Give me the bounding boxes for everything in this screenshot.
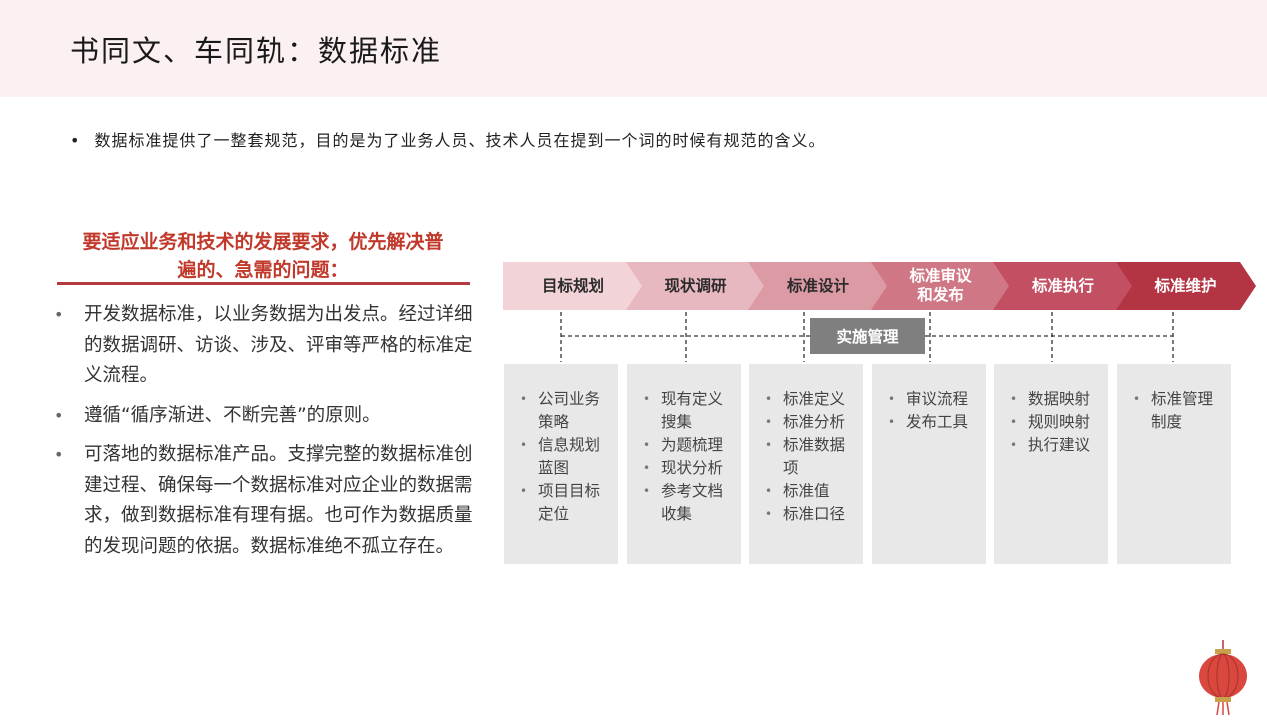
- process-step: 标准维护: [1115, 262, 1256, 310]
- detail-text: 标准值: [783, 482, 830, 500]
- bullet-icon: •: [54, 405, 64, 425]
- subheading-line1: 要适应业务和技术的发展要求，优先解决普: [82, 231, 444, 253]
- detail-text: 标准管理制度: [1151, 390, 1214, 431]
- list-item: • 项目目标定位: [518, 480, 612, 526]
- detail-text: 标准定义: [783, 390, 846, 408]
- bullet-list: • 开发数据标准，以业务数据为出发点。经过详细的数据调研、访谈、涉及、评审等严格的…: [52, 300, 477, 571]
- detail-text: 现有定义搜集: [661, 390, 724, 431]
- bullet-icon: •: [54, 445, 64, 464]
- subheading-line2: 遍的、急需的问题：: [177, 259, 349, 281]
- detail-text: 项目目标定位: [538, 482, 601, 523]
- list-item: • 标准口径: [763, 503, 857, 526]
- intro-bullet-icon: •: [70, 131, 81, 150]
- detail-text: 参考文档收集: [661, 482, 724, 523]
- chevron-shape: [503, 262, 643, 310]
- detail-text: 数据映射: [1028, 390, 1091, 408]
- intro-label: 数据标准提供了一整套规范，目的是为了业务人员、技术人员在提到一个词的时候有规范的…: [94, 131, 826, 150]
- bullet-icon: •: [54, 305, 64, 324]
- bullet-icon: •: [1010, 392, 1018, 406]
- chevron-shape: [1115, 262, 1256, 310]
- bullet-icon: •: [765, 415, 773, 429]
- detail-text: 审议流程: [906, 390, 969, 408]
- process-step-label: 标准设计: [786, 276, 849, 295]
- list-item: • 参考文档收集: [641, 480, 735, 526]
- list-item: • 审议流程: [886, 388, 980, 411]
- list-item: • 标准数据项: [763, 434, 857, 480]
- list-item: • 为题梳理: [641, 434, 735, 457]
- list-item: • 标准管理制度: [1131, 388, 1225, 434]
- process-step-label: 现状调研: [664, 276, 727, 295]
- bullet-icon: •: [643, 438, 651, 452]
- process-step-label: 目标规划: [541, 276, 604, 295]
- process-step-label: 标准审议 和发布: [909, 267, 972, 304]
- detail-column: • 现有定义搜集 • 为题梳理 • 现状分析 • 参考文档收集: [627, 364, 741, 564]
- bullet-icon: •: [643, 392, 651, 406]
- process-step: 标准执行: [993, 262, 1133, 310]
- bullet-icon: •: [765, 507, 773, 521]
- list-item: • 数据映射: [1008, 388, 1102, 411]
- bullet-icon: •: [888, 415, 896, 429]
- list-item: • 标准分析: [763, 411, 857, 434]
- page-title: 书同文、车同轨：数据标准: [70, 34, 443, 68]
- bullet-icon: •: [520, 392, 528, 406]
- detail-column: • 标准管理制度: [1117, 364, 1231, 564]
- list-item: • 发布工具: [886, 411, 980, 434]
- list-item: • 现状分析: [641, 457, 735, 480]
- detail-text: 规则映射: [1028, 413, 1091, 431]
- bullet-icon: •: [1010, 415, 1018, 429]
- intro-text: • 数据标准提供了一整套规范，目的是为了业务人员、技术人员在提到一个词的时候有规范…: [70, 127, 825, 151]
- bullet-icon: •: [765, 484, 773, 498]
- detail-column: • 审议流程 • 发布工具: [872, 364, 986, 564]
- detail-text: 公司业务策略: [538, 390, 601, 431]
- detail-column: • 数据映射 • 规则映射 • 执行建议: [994, 364, 1108, 564]
- process-step: 目标规划: [503, 262, 643, 310]
- process-step-label: 标准维护: [1154, 276, 1217, 295]
- detail-column: • 公司业务策略 • 信息规划蓝图 • 项目目标定位: [504, 364, 618, 564]
- process-step-label: 标准执行: [1031, 276, 1094, 295]
- list-item: • 可落地的数据标准产品。支撑完整的数据标准创建过程、确保每一个数据标准对应企业的…: [52, 440, 477, 562]
- list-item: • 执行建议: [1008, 434, 1102, 457]
- list-item: • 标准定义: [763, 388, 857, 411]
- process-step: 标准设计: [748, 262, 888, 310]
- subheading-divider: [57, 282, 470, 285]
- bullet-icon: •: [765, 438, 773, 452]
- chevron-shape: [870, 262, 1011, 310]
- bullet-icon: •: [643, 484, 651, 498]
- detail-text: 执行建议: [1028, 436, 1091, 454]
- bullet-icon: •: [1010, 438, 1018, 452]
- chevron-shape: [748, 262, 888, 310]
- bullet-text: 遵循“循序渐进、不断完善”的原则。: [84, 404, 381, 426]
- list-item: • 标准值: [763, 480, 857, 503]
- list-item: • 信息规划蓝图: [518, 434, 612, 480]
- chevron-shape: [993, 262, 1133, 310]
- bullet-icon: •: [1133, 392, 1141, 406]
- process-step: 现状调研: [625, 262, 766, 310]
- implementation-management-label: 实施管理: [810, 318, 925, 354]
- detail-text: 为题梳理: [661, 436, 724, 454]
- list-item: • 公司业务策略: [518, 388, 612, 434]
- bullet-text: 开发数据标准，以业务数据为出发点。经过详细的数据调研、访谈、涉及、评审等严格的标…: [84, 304, 473, 386]
- detail-text: 发布工具: [906, 413, 969, 431]
- bullet-icon: •: [765, 392, 773, 406]
- bullet-icon: •: [888, 392, 896, 406]
- list-item: • 开发数据标准，以业务数据为出发点。经过详细的数据调研、访谈、涉及、评审等严格的…: [52, 300, 477, 392]
- bullet-text: 可落地的数据标准产品。支撑完整的数据标准创建过程、确保每一个数据标准对应企业的数…: [84, 444, 473, 557]
- header-band: [0, 0, 1267, 97]
- bullet-icon: •: [520, 484, 528, 498]
- list-item: • 规则映射: [1008, 411, 1102, 434]
- process-step: 标准审议 和发布: [870, 262, 1011, 310]
- detail-text: 标准口径: [783, 505, 846, 523]
- bullet-icon: •: [520, 438, 528, 452]
- detail-text: 现状分析: [661, 459, 724, 477]
- subheading: 要适应业务和技术的发展要求，优先解决普 遍的、急需的问题：: [58, 228, 468, 284]
- chevron-shape: [625, 262, 766, 310]
- detail-text: 信息规划蓝图: [538, 436, 601, 477]
- list-item: • 现有定义搜集: [641, 388, 735, 434]
- detail-text: 标准分析: [783, 413, 846, 431]
- bullet-icon: •: [643, 461, 651, 475]
- lantern-icon: [1199, 640, 1247, 715]
- list-item: • 遵循“循序渐进、不断完善”的原则。: [52, 401, 477, 432]
- detail-text: 标准数据项: [783, 436, 846, 477]
- detail-column: • 标准定义 • 标准分析 • 标准数据项 • 标准值 • 标准口径: [749, 364, 863, 564]
